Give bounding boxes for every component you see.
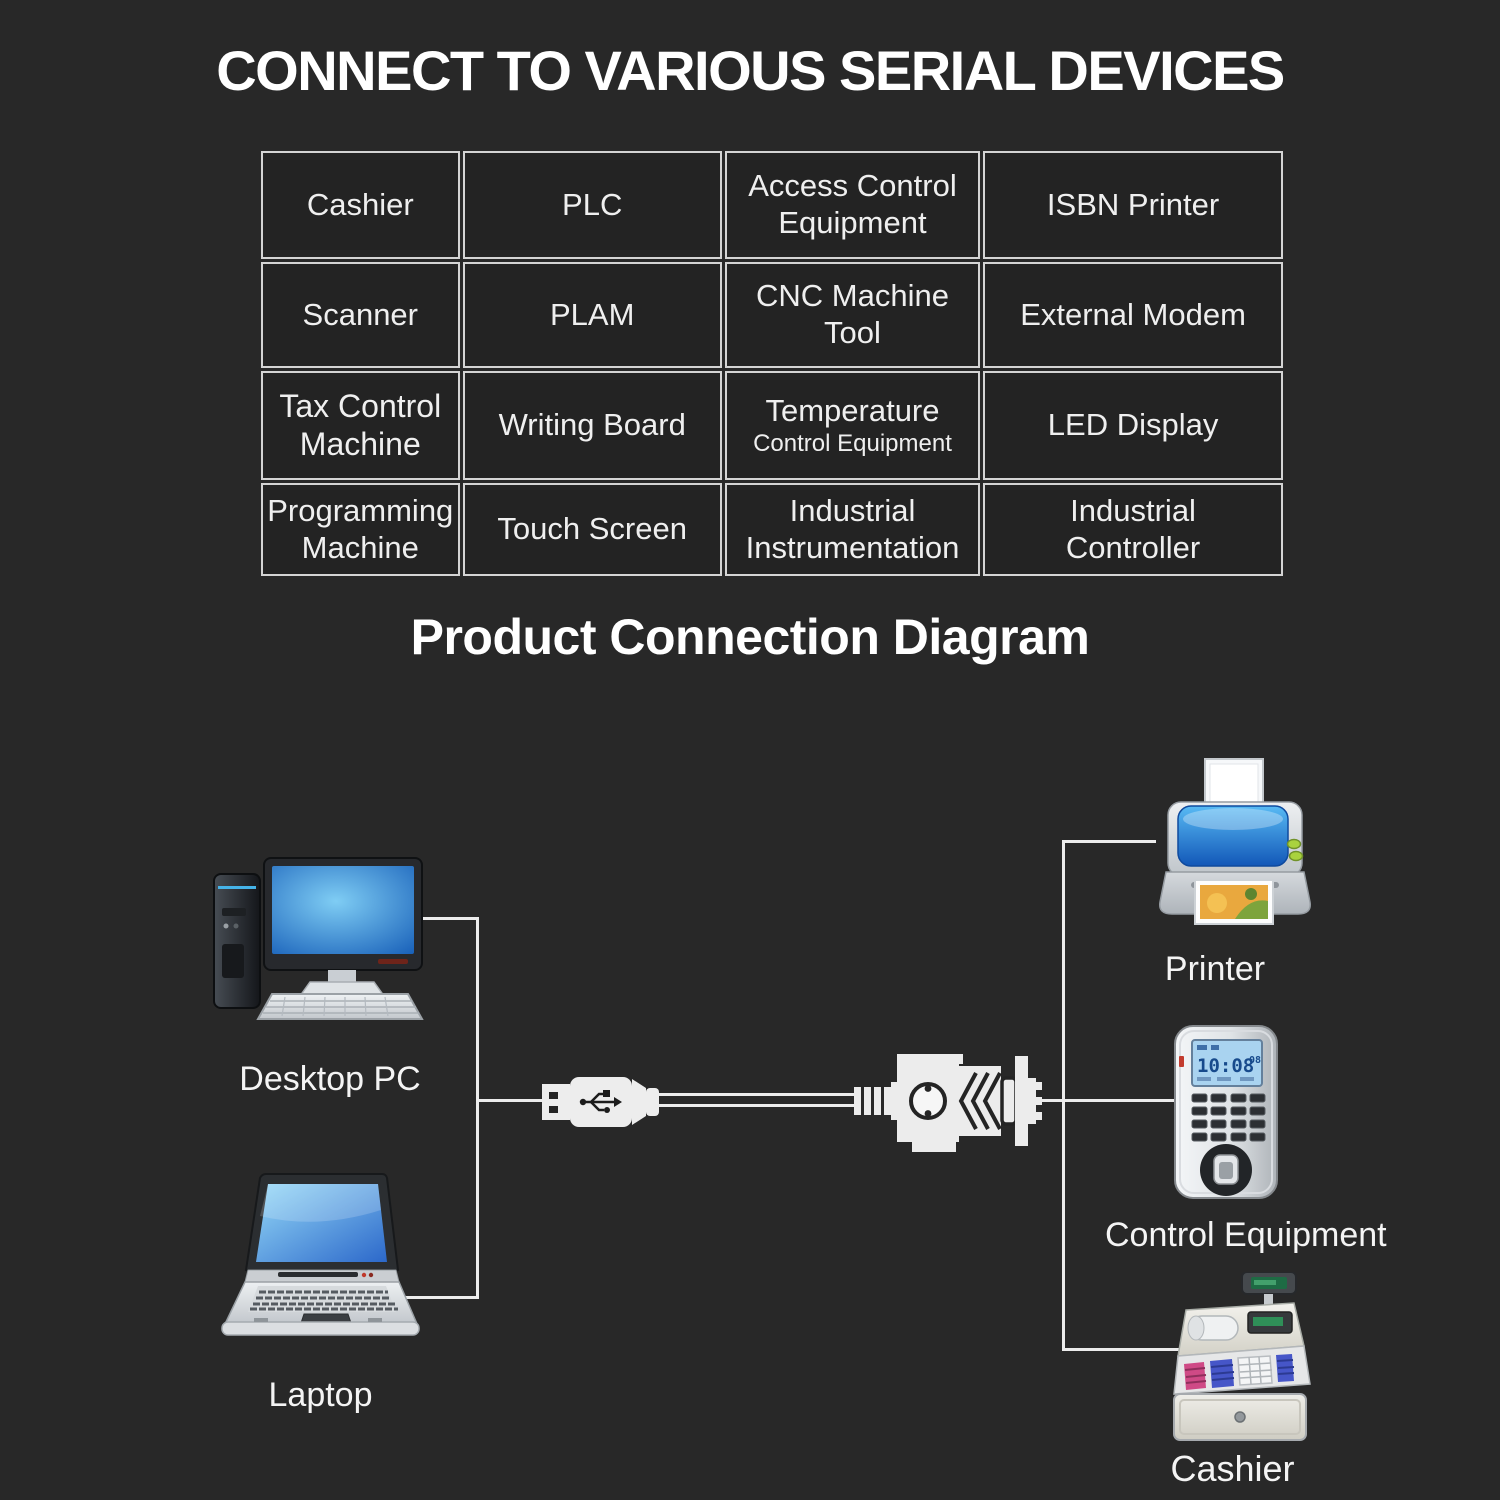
table-cell: Cashier: [261, 151, 460, 259]
connector-line-desktop: [420, 917, 479, 920]
section-title: Product Connection Diagram: [410, 609, 1090, 665]
laptop-label: Laptop: [268, 1376, 373, 1414]
lcd-seconds-text: 08: [1249, 1055, 1261, 1066]
table-cell: ISBN Printer: [983, 151, 1283, 259]
usb-serial-cable: [656, 1093, 856, 1107]
laptop-icon: [221, 1173, 420, 1336]
desktop-pc-label: Desktop PC: [239, 1060, 421, 1098]
connector-line-to-control: [1038, 1099, 1184, 1102]
connector-line-printer: [1064, 840, 1156, 843]
table-cell: External Modem: [983, 262, 1283, 368]
table-cell: Writing Board: [462, 371, 722, 480]
control-equipment-label: Control Equipment: [1105, 1216, 1387, 1254]
lcd-time-text: 10:08: [1197, 1055, 1254, 1077]
connector-line-right-vertical: [1062, 840, 1065, 1351]
table-cell: LED Display: [983, 371, 1283, 480]
main-title: CONNECT TO VARIOUS SERIAL DEVICES: [216, 39, 1285, 102]
usb-a-connector-icon: [542, 1077, 659, 1127]
cashier-label: Cashier: [1170, 1448, 1295, 1489]
printer-icon: [1159, 758, 1311, 925]
table-cell: Scanner: [261, 262, 460, 368]
table-cell: Touch Screen: [462, 483, 722, 576]
table-cell: PLC: [462, 151, 722, 259]
keypad: [1191, 1093, 1266, 1142]
printer-label: Printer: [1164, 950, 1266, 988]
table-cell: PLAM: [462, 262, 722, 368]
connector-line-to-usb: [476, 1099, 544, 1102]
connector-line-left-vertical: [476, 917, 479, 1299]
access-control-terminal-icon: 10:08 08: [1174, 1025, 1278, 1199]
db9-serial-connector-icon: [854, 1054, 1042, 1152]
connector-line-cashier: [1064, 1348, 1182, 1351]
cash-register-icon: [1173, 1272, 1311, 1441]
desktop-pc-icon: [213, 857, 424, 1020]
connector-line-laptop: [402, 1296, 479, 1299]
